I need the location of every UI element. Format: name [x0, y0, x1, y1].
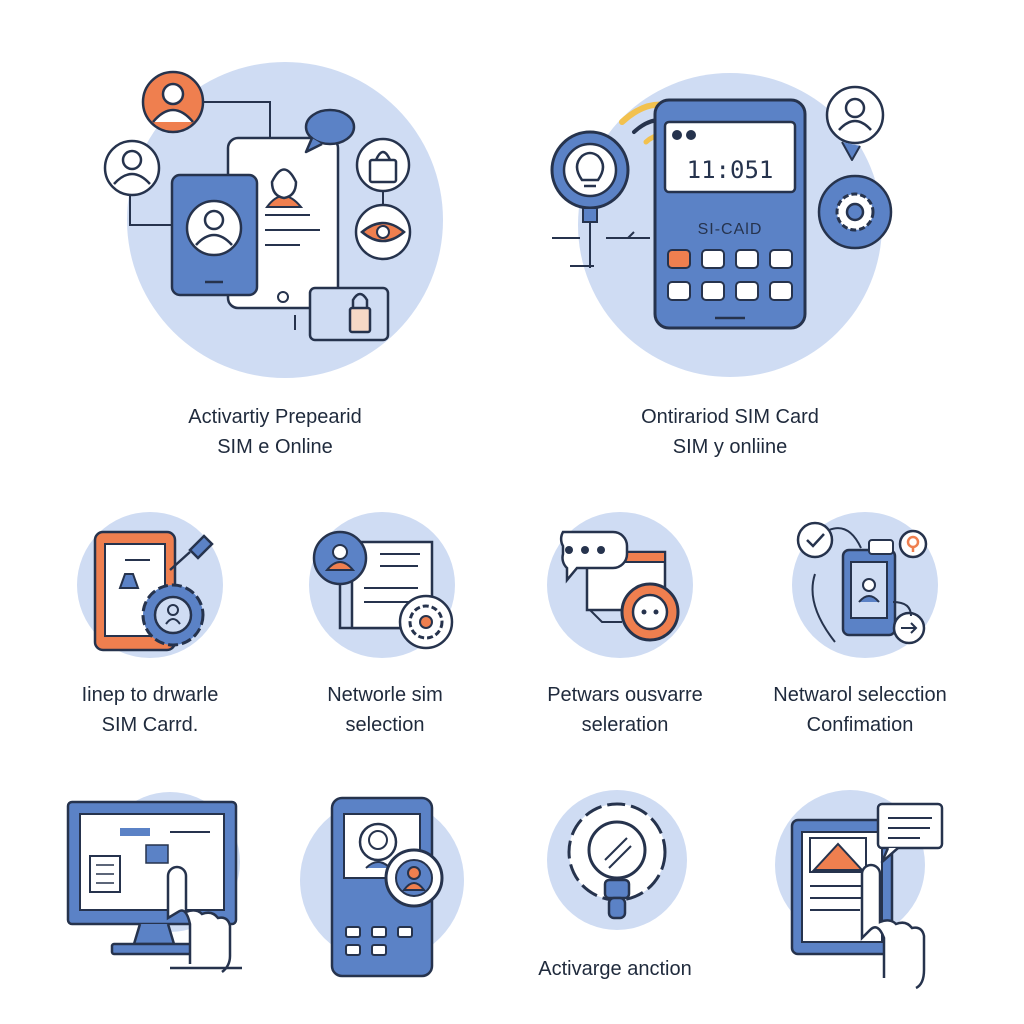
hero-left-caption-line1: Activartiy Prepearid — [188, 406, 362, 428]
feature-tablet-gear-illustration — [70, 510, 240, 665]
feature-chat-browser-illustration — [535, 510, 705, 665]
feature-2-caption-line2: selection — [345, 714, 425, 736]
feature-phone-check-illustration — [785, 510, 945, 665]
hero-left-caption-line2: SIM e Online — [217, 436, 333, 458]
feature-profile-document-illustration — [300, 510, 470, 665]
user-avatar-icon — [825, 85, 885, 161]
padlock-icon — [308, 286, 390, 342]
hero-right-caption-line2: SIM y onliine — [672, 436, 788, 458]
hero-right-caption-line1: Ontirariod SIM Card — [641, 406, 819, 428]
profile-document-icon — [312, 530, 454, 650]
hero-illustration-left — [100, 60, 450, 380]
chat-bubble-icon — [304, 108, 356, 154]
tablet-gear-icon — [93, 530, 214, 652]
feature-1-caption: Iinep to drwarle SIM Carrd. — [40, 680, 260, 740]
user-avatar-icon — [141, 70, 205, 134]
feature-1-caption-line2: SIM Carrd. — [101, 714, 199, 736]
phone-profile-icon — [170, 173, 259, 297]
hero-right-caption: Ontirariod SIM Card SIM y onliine — [580, 402, 880, 462]
user-avatar-outline-icon — [103, 139, 161, 197]
lightbulb-gear-icon — [567, 802, 667, 920]
feature-1-caption-line1: Iinep to drwarle — [81, 684, 219, 706]
phone-check-icon — [796, 521, 928, 645]
gear-icon — [817, 174, 893, 250]
phone-card-label: SI-CAlD — [698, 221, 763, 238]
bottom-phone-camera-illustration — [300, 790, 470, 990]
feature-3-caption-line1: Petwars ousvarre — [547, 684, 703, 706]
feature-4-caption: Netwarol selecction Confimation — [750, 680, 970, 740]
bottom-monitor-touch-illustration — [60, 790, 250, 980]
keypad-phone-icon: 11:051 SI-CAlD — [653, 98, 807, 330]
feature-3-caption-line2: seleration — [581, 714, 669, 736]
eye-icon — [354, 203, 412, 261]
feature-2-caption-line1: Networle sim — [327, 684, 443, 706]
feature-4-caption-line1: Netwarol selecction — [773, 684, 947, 706]
hero-left-caption: Activartiy Prepearid SIM e Online — [125, 402, 425, 462]
phone-screen-time: 11:051 — [687, 156, 774, 184]
bottom-tablet-chat-touch-illustration — [770, 790, 960, 990]
tablet-chat-touch-icon — [790, 802, 944, 990]
feature-4-caption-line2: Confimation — [806, 714, 914, 736]
feature-3-caption: Petwars ousvarre seleration — [515, 680, 735, 740]
chat-browser-icon — [559, 530, 680, 642]
monitor-touch-icon — [66, 800, 242, 973]
bottom-3-caption: Activarge anction — [538, 958, 692, 980]
shopping-bag-icon — [355, 137, 411, 205]
feature-2-caption: Networle sim selection — [275, 680, 495, 740]
keypad-icon — [667, 249, 793, 301]
phone-camera-icon — [330, 796, 444, 978]
lightbulb-icon — [550, 130, 650, 268]
bottom-lightbulb-gear-illustration — [545, 790, 695, 940]
hero-illustration-right: 11:051 SI-CAlD — [550, 70, 910, 390]
